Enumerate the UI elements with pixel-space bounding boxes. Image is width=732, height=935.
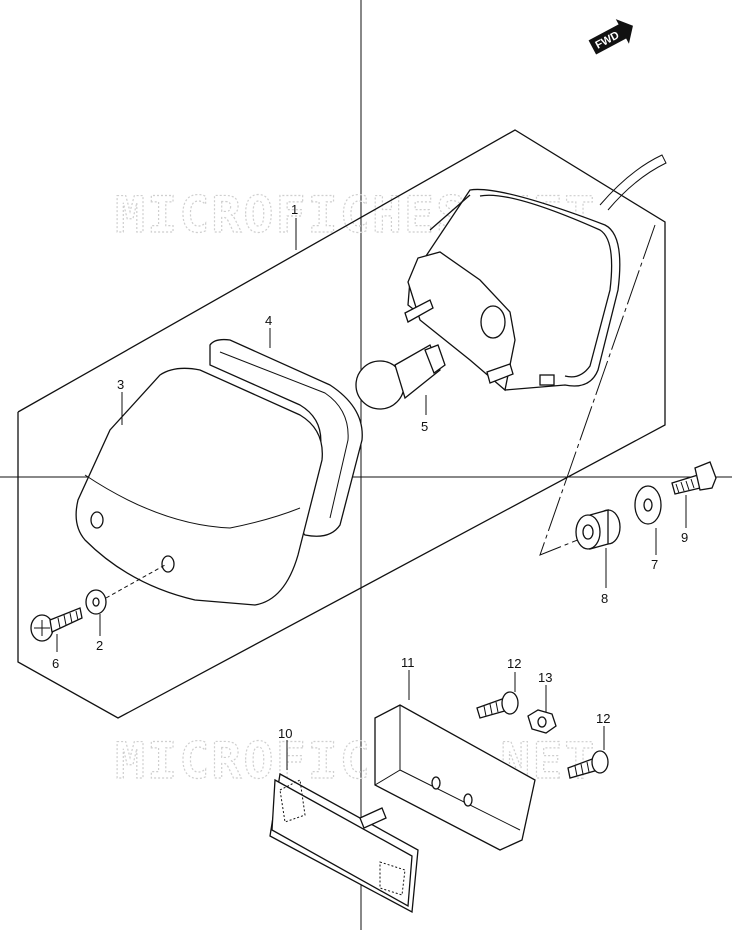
callout-3: 3 <box>117 377 124 392</box>
callout-2: 2 <box>96 638 103 653</box>
callout-numbers: 1 2 3 4 5 6 7 8 9 10 11 12 12 13 <box>52 202 688 741</box>
callout-5: 5 <box>421 419 428 434</box>
callout-12-upper: 12 <box>507 656 521 671</box>
lens-gasket <box>209 338 363 537</box>
reflector-bracket <box>374 704 536 851</box>
bulb <box>355 344 446 410</box>
fwd-badge: FWD <box>588 19 633 55</box>
callout-9: 9 <box>681 530 688 545</box>
screw-12-upper <box>476 691 519 719</box>
callout-10: 10 <box>278 726 292 741</box>
callout-8: 8 <box>601 591 608 606</box>
screw-6 <box>30 607 83 642</box>
rear-reflector <box>269 772 419 914</box>
taillight-lens <box>75 367 323 606</box>
callout-11: 11 <box>401 655 415 670</box>
nut-13 <box>527 709 557 734</box>
callout-4: 4 <box>265 313 272 328</box>
washer-2 <box>85 564 166 615</box>
bolt-9 <box>671 461 717 495</box>
washer-7 <box>634 485 662 525</box>
callout-12-lower: 12 <box>596 711 610 726</box>
taillight-housing <box>404 154 667 392</box>
screw-12-lower <box>567 750 609 779</box>
assembly-box <box>17 129 666 719</box>
grommet <box>575 509 621 550</box>
leader-lines <box>56 218 687 770</box>
callout-1: 1 <box>291 202 298 217</box>
callout-7: 7 <box>651 557 658 572</box>
callout-6: 6 <box>52 656 59 671</box>
callout-13: 13 <box>538 670 552 685</box>
